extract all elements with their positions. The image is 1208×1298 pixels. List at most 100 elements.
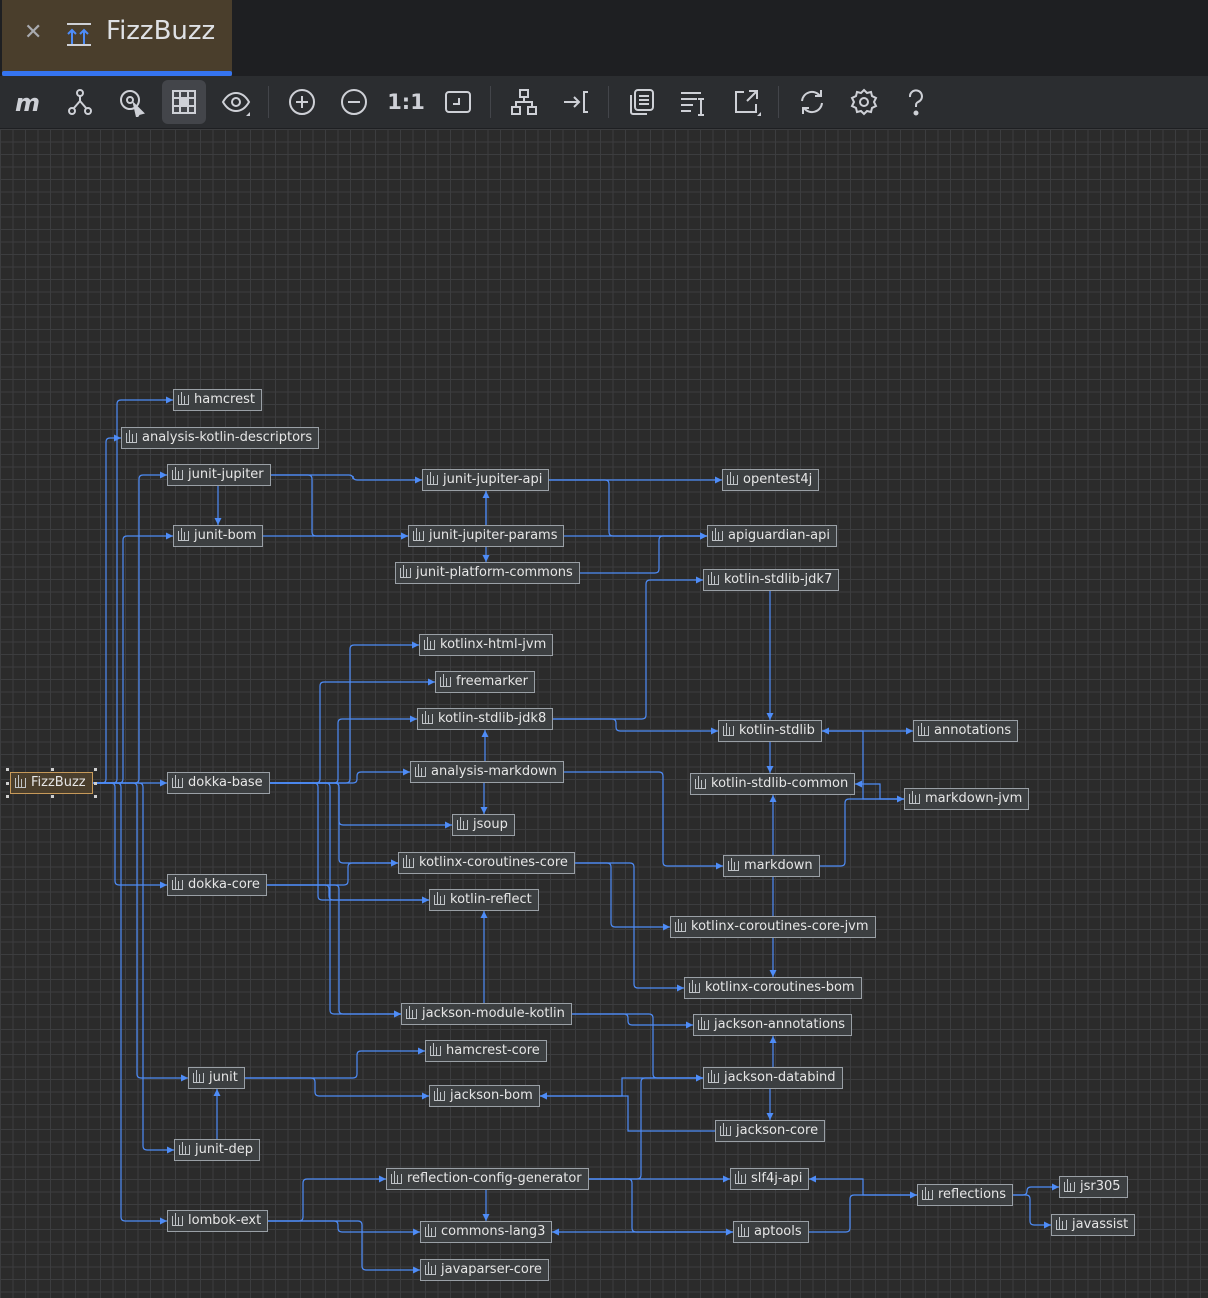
- dependency-node[interactable]: dokka-base: [167, 772, 270, 794]
- dependency-node[interactable]: analysis-kotlin-descriptors: [121, 427, 320, 449]
- tab-fizzbuzz[interactable]: ✕ FizzBuzz: [2, 0, 232, 76]
- diagram-canvas[interactable]: FizzBuzz hamcrest analysis-kotlin-descript…: [0, 129, 1208, 1298]
- route-edges-icon[interactable]: [554, 80, 598, 124]
- dependency-node[interactable]: junit-dep: [174, 1139, 260, 1161]
- dependency-node[interactable]: opentest4j: [722, 469, 820, 491]
- dependency-node[interactable]: hamcrest-core: [425, 1040, 547, 1062]
- visibility-icon[interactable]: [214, 80, 258, 124]
- dependency-node[interactable]: jackson-bom: [429, 1085, 540, 1107]
- node-label: kotlin-stdlib-jdk7: [724, 572, 833, 587]
- dependency-node[interactable]: kotlin-stdlib-jdk8: [417, 708, 554, 730]
- dependency-node[interactable]: lombok-ext: [167, 1210, 269, 1232]
- dependency-node[interactable]: jackson-core: [715, 1120, 826, 1142]
- dependency-edge: [575, 862, 684, 992]
- actual-size-button[interactable]: 1:1: [384, 80, 428, 124]
- dependency-node[interactable]: reflections: [917, 1184, 1014, 1206]
- dependency-node[interactable]: junit-jupiter: [167, 464, 271, 486]
- dependency-node[interactable]: dokka-core: [167, 874, 267, 896]
- dependency-node[interactable]: kotlin-stdlib: [718, 720, 822, 742]
- dependency-node[interactable]: apiguardian-api: [707, 525, 837, 547]
- show-grid-icon[interactable]: [162, 80, 206, 124]
- dependency-node[interactable]: slf4j-api: [730, 1168, 810, 1190]
- dependency-node[interactable]: kotlinx-coroutines-core: [398, 852, 575, 874]
- library-icon: [695, 776, 706, 789]
- dependency-node[interactable]: kotlin-reflect: [429, 889, 539, 911]
- node-label: kotlinx-coroutines-bom: [705, 980, 855, 995]
- copy-to-clipboard-icon[interactable]: [620, 80, 664, 124]
- dependency-edge: [245, 1077, 429, 1100]
- dependency-node[interactable]: freemarker: [435, 671, 536, 693]
- close-icon[interactable]: ✕: [24, 20, 43, 45]
- dependency-node[interactable]: kotlin-stdlib-common: [690, 773, 856, 795]
- dependency-edge: [564, 771, 723, 870]
- settings-icon[interactable]: [842, 80, 886, 124]
- export-icon[interactable]: [724, 80, 768, 124]
- selection-handle[interactable]: [6, 782, 9, 785]
- dependency-graph-edges: [93, 396, 1059, 1274]
- refresh-icon[interactable]: [790, 80, 834, 124]
- dependency-edge: [809, 1175, 917, 1196]
- selection-handle[interactable]: [50, 768, 54, 771]
- show-dependencies-icon[interactable]: [58, 80, 102, 124]
- selection-handle[interactable]: [50, 795, 54, 798]
- dependency-node[interactable]: analysis-markdown: [410, 761, 564, 783]
- root-module-node[interactable]: FizzBuzz: [10, 772, 93, 794]
- dependency-node[interactable]: reflection-config-generator: [386, 1168, 589, 1190]
- dependency-edge: [572, 1013, 693, 1029]
- help-icon[interactable]: [894, 80, 938, 124]
- dependency-node[interactable]: javassist: [1051, 1214, 1136, 1236]
- node-label: javassist: [1072, 1217, 1129, 1232]
- dependency-node[interactable]: junit-jupiter-api: [422, 469, 550, 491]
- editor-tab-bar: ✕ FizzBuzz: [0, 0, 1208, 76]
- library-icon: [434, 892, 445, 905]
- dependency-node[interactable]: annotations: [913, 720, 1019, 742]
- dependency-node[interactable]: jsoup: [452, 814, 515, 836]
- zoom-in-icon[interactable]: [280, 80, 324, 124]
- apply-layout-icon[interactable]: [502, 80, 546, 124]
- selection-handle[interactable]: [6, 768, 9, 771]
- dependency-node[interactable]: jackson-annotations: [693, 1014, 853, 1036]
- dependency-edge: [820, 795, 904, 867]
- dependency-node[interactable]: jsr305: [1059, 1176, 1128, 1198]
- dependency-node[interactable]: hamcrest: [173, 389, 262, 411]
- node-label: junit: [209, 1070, 238, 1085]
- selection-handle[interactable]: [94, 795, 97, 798]
- dependency-node[interactable]: aptools: [733, 1221, 809, 1243]
- dependency-node[interactable]: kotlinx-html-jvm: [419, 634, 554, 656]
- dependency-node[interactable]: junit-bom: [173, 525, 264, 547]
- dependency-edge: [270, 715, 417, 784]
- dependency-node[interactable]: junit-jupiter-params: [408, 525, 565, 547]
- node-label: kotlinx-coroutines-core-jvm: [691, 919, 869, 934]
- dependency-edge: [268, 1175, 386, 1222]
- dependency-node[interactable]: javaparser-core: [420, 1259, 549, 1281]
- dependency-node[interactable]: kotlin-stdlib-jdk7: [703, 569, 840, 591]
- dependency-node[interactable]: junit-platform-commons: [395, 562, 580, 584]
- dependency-node[interactable]: jackson-module-kotlin: [401, 1003, 572, 1025]
- select-tool-icon[interactable]: [110, 80, 154, 124]
- library-icon: [735, 1171, 746, 1184]
- dependency-edge: [93, 782, 174, 1154]
- dependency-node[interactable]: kotlinx-coroutines-bom: [684, 977, 862, 999]
- dependency-node[interactable]: kotlinx-coroutines-core-jvm: [670, 916, 876, 938]
- selection-handle[interactable]: [94, 768, 97, 771]
- library-icon: [1064, 1179, 1075, 1192]
- node-label: annotations: [934, 723, 1012, 738]
- export-to-file-icon[interactable]: [672, 80, 716, 124]
- dependency-edge: [270, 782, 401, 1018]
- dependency-node[interactable]: jackson-databind: [703, 1067, 843, 1089]
- node-label: markdown: [744, 858, 813, 873]
- dependency-node[interactable]: markdown: [723, 855, 820, 877]
- node-label: aptools: [754, 1224, 802, 1239]
- dependency-edge: [589, 1074, 703, 1180]
- maven-logo-icon[interactable]: m: [6, 80, 50, 124]
- selection-handle[interactable]: [6, 795, 9, 798]
- dependency-node[interactable]: markdown-jvm: [904, 788, 1030, 810]
- dependency-edge: [540, 1077, 703, 1100]
- diagram-toolbar: m 1:1: [0, 76, 1208, 129]
- fit-content-icon[interactable]: [436, 80, 480, 124]
- node-label: junit-bom: [194, 528, 257, 543]
- selection-handle[interactable]: [94, 782, 97, 785]
- dependency-node[interactable]: commons-lang3: [420, 1221, 553, 1243]
- zoom-out-icon[interactable]: [332, 80, 376, 124]
- dependency-node[interactable]: junit: [188, 1067, 245, 1089]
